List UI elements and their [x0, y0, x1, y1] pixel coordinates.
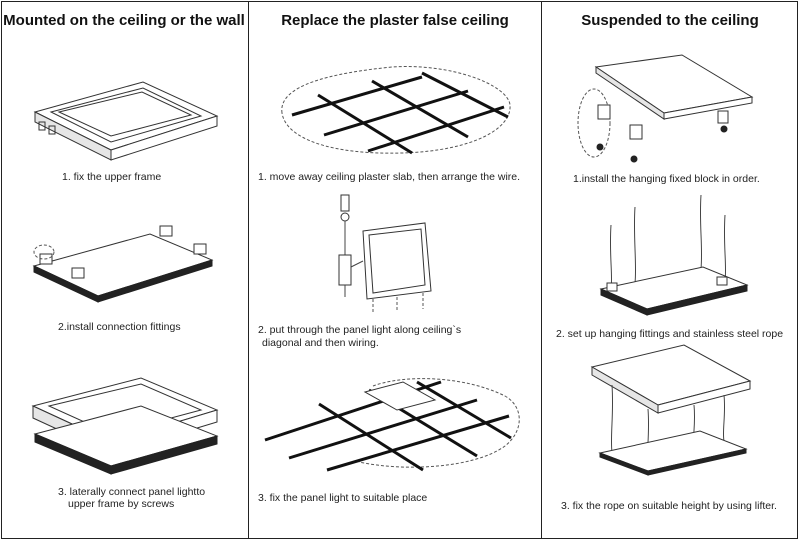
- step-caption-set-up-rope: 2. set up hanging fittings and stainless…: [556, 328, 784, 340]
- column-divider-left: [248, 1, 249, 539]
- step-caption-put-through: 2. put through the panel light along cei…: [258, 324, 462, 336]
- panel-with-fittings-illustration: [32, 225, 214, 303]
- panel-in-grid-illustration: [264, 378, 520, 472]
- step-caption-fix-panel-place: 3. fix the panel light to suitable place: [258, 492, 428, 504]
- lifter-adjust-illustration: [590, 344, 752, 476]
- step-caption-put-through-cont: diagonal and then wiring.: [262, 337, 379, 349]
- step-caption-install-block: 1.install the hanging fixed block in ord…: [573, 173, 760, 185]
- hanging-block-illustration: [577, 54, 754, 163]
- step-caption-fix-upper-frame: 1. fix the upper frame: [62, 171, 162, 183]
- column-title-suspended: Suspended to the ceiling: [581, 12, 759, 29]
- column-divider-right: [541, 1, 542, 539]
- column-title-mounted: Mounted on the ceiling or the wall: [3, 12, 245, 29]
- step-caption-install-fittings: 2.install connection fittings: [58, 321, 181, 333]
- upper-frame-illustration: [33, 81, 219, 161]
- panel-into-frame-illustration: [31, 377, 219, 475]
- panel-wiring-illustration: [338, 194, 432, 313]
- step-caption-move-slab: 1. move away ceiling plaster slab, then …: [258, 171, 521, 183]
- hanging-ropes-illustration: [599, 194, 749, 316]
- step-caption-connect-panel: 3. laterally connect panel lightto: [58, 486, 206, 498]
- column-title-replace-plaster: Replace the plaster false ceiling: [281, 12, 509, 29]
- step-caption-connect-panel-cont: upper frame by screws: [68, 498, 175, 510]
- step-caption-fix-rope-height: 3. fix the rope on suitable height by us…: [561, 500, 777, 512]
- ceiling-grid-illustration: [281, 66, 511, 155]
